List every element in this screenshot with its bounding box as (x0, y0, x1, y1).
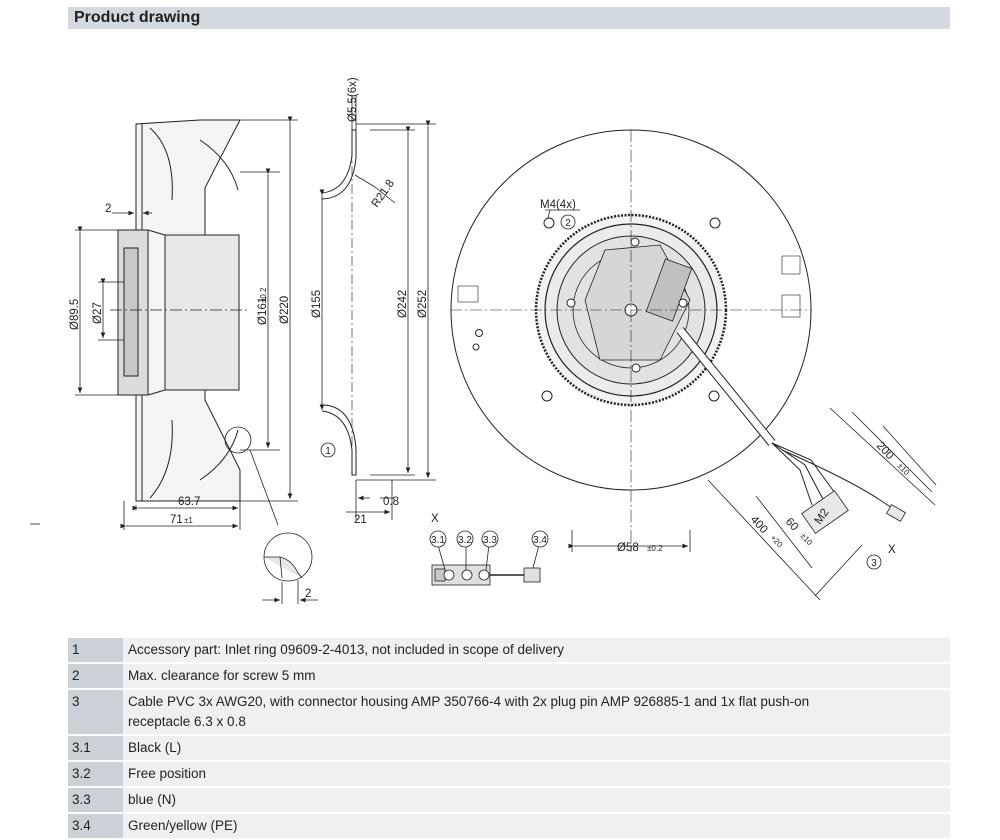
note-row: 3.3 blue (N) (68, 787, 950, 814)
dim-2-detail: 2 (305, 588, 311, 600)
fan-front-view (450, 129, 906, 552)
callout-3: 3 (866, 554, 882, 570)
dim-r21-8: R21.8 (370, 178, 397, 210)
note-id: 3 (68, 689, 123, 736)
middle-dimension-lines (319, 95, 436, 520)
note-text: Max. clearance for screw 5 mm (123, 663, 950, 690)
note-id: 3.1 (68, 735, 123, 762)
connector-x-label: X (431, 513, 439, 525)
detail-view (262, 532, 318, 604)
dim-21: 21 (354, 514, 367, 526)
dim-71: 71 (170, 514, 183, 526)
dim-252: Ø252 (417, 290, 429, 318)
dim-60: 60 (783, 516, 801, 534)
callout-3-4: 3.4 (533, 535, 547, 546)
dim-200-tol: ±10 (896, 461, 912, 477)
left-dimension-labels: 2 Ø89.5 Ø27 Ø161 ±0.2 Ø220 63.7 71 ±1 (69, 203, 291, 526)
note-text-line-2: receptacle 6.3 x 0.8 (128, 714, 246, 729)
note-row: 3.4 Green/yellow (PE) (68, 813, 950, 840)
left-dimension-lines (30, 116, 298, 530)
dim-m4: M4(4x) (540, 199, 576, 211)
note-text: Green/yellow (PE) (123, 813, 950, 840)
note-text: blue (N) (123, 787, 950, 814)
dim-242: Ø242 (397, 290, 409, 318)
dim-2: 2 (105, 203, 111, 215)
product-drawing: 2 Ø89.5 Ø27 Ø161 ±0.2 Ø220 63.7 71 ±1 2 (30, 77, 937, 604)
connector-detail (431, 544, 541, 586)
note-text: Accessory part: Inlet ring 09609-2-4013,… (123, 638, 950, 664)
note-id: 2 (68, 663, 123, 690)
note-row: 3 Cable PVC 3x AWG20, with connector hou… (68, 689, 950, 736)
dim-89-5: Ø89.5 (69, 299, 81, 330)
note-text: Free position (123, 761, 950, 788)
dim-400: 400 (748, 514, 770, 536)
note-row: 3.1 Black (L) (68, 735, 950, 762)
section-header: Product drawing (68, 7, 950, 29)
note-text-multiline: Cable PVC 3x AWG20, with connector housi… (123, 689, 950, 736)
svg-text:3: 3 (871, 558, 877, 569)
dim-27: Ø27 (92, 302, 104, 324)
right-dimension-lines (545, 209, 937, 601)
callout-3-1: 3.1 (431, 535, 445, 546)
dim-0-8: 0.8 (383, 496, 399, 508)
svg-text:2: 2 (565, 218, 571, 229)
note-id: 3.4 (68, 813, 123, 840)
callout-1: 1 (320, 442, 336, 458)
middle-dimension-labels: Ø5.5(6x) R21.8 Ø155 Ø242 Ø252 21 0.8 (311, 77, 429, 526)
dim-63-7: 63.7 (178, 496, 200, 508)
callout-3-2: 3.2 (458, 535, 472, 546)
note-id: 1 (68, 638, 123, 664)
inlet-ring-profile (321, 129, 357, 476)
fan-side-view (110, 119, 279, 526)
note-row: 2 Max. clearance for screw 5 mm (68, 663, 950, 690)
dim-161: Ø161 (257, 297, 269, 325)
view-x-label: X (888, 544, 896, 556)
connector-callouts: 3.1 3.2 3.3 3.4 (429, 530, 549, 548)
dim-220: Ø220 (279, 296, 291, 324)
callout-2: 2 (560, 214, 576, 230)
note-text: Black (L) (123, 735, 950, 762)
callout-3-3: 3.3 (483, 535, 497, 546)
dim-71-tol: ±1 (184, 516, 193, 525)
note-row: 1 Accessory part: Inlet ring 09609-2-401… (68, 638, 950, 664)
note-row: 3.2 Free position (68, 761, 950, 788)
section-title: Product drawing (74, 9, 201, 26)
svg-text:1: 1 (325, 446, 331, 457)
note-text-line-1: Cable PVC 3x AWG20, with connector housi… (128, 694, 810, 709)
dim-5-5: Ø5.5(6x) (347, 77, 359, 122)
dim-200: 200 (874, 440, 896, 462)
dim-58: Ø58 (617, 542, 639, 554)
dim-155: Ø155 (311, 290, 323, 318)
dim-60-tol: ±10 (799, 531, 815, 547)
notes-table: 1 Accessory part: Inlet ring 09609-2-401… (68, 638, 950, 840)
note-id: 3.2 (68, 761, 123, 788)
dim-58-tol: ±0.2 (647, 544, 663, 553)
dim-161-tol: ±0.2 (259, 287, 268, 303)
note-id: 3.3 (68, 787, 123, 814)
